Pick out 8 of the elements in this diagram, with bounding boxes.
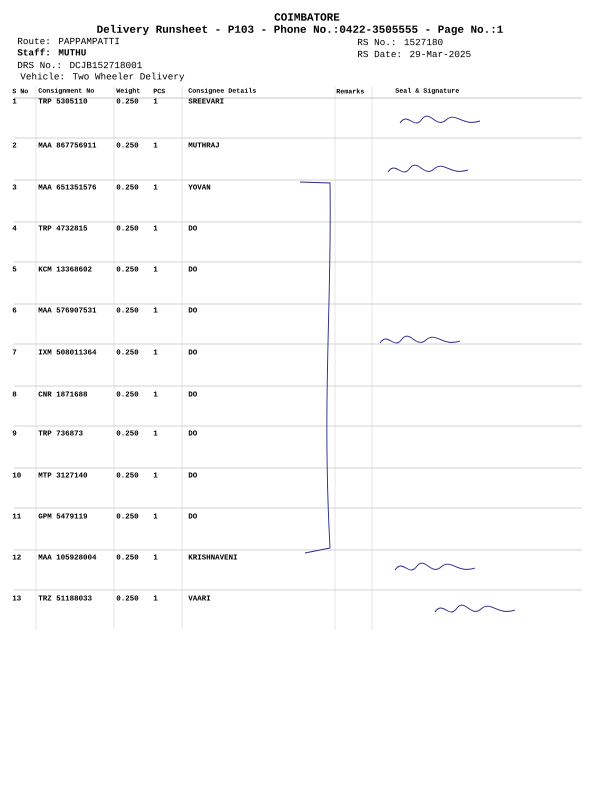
text: RS No.: 1527180 xyxy=(358,38,443,46)
text: Staff: MUTHU xyxy=(17,48,86,56)
text: Vehicle: Two Wheeler Delivery xyxy=(20,72,184,82)
title: Delivery Runsheet - P103 - Phone No.:0422-3505555 - Page No.:1 xyxy=(97,24,503,36)
text: RS Date: 29-Mar-2025 xyxy=(358,50,471,58)
text: COIMBATORE xyxy=(274,13,340,21)
text: Route: PAPPAMPATTI xyxy=(18,38,119,44)
text: DRS No.: DCJB152718001 xyxy=(18,62,142,68)
